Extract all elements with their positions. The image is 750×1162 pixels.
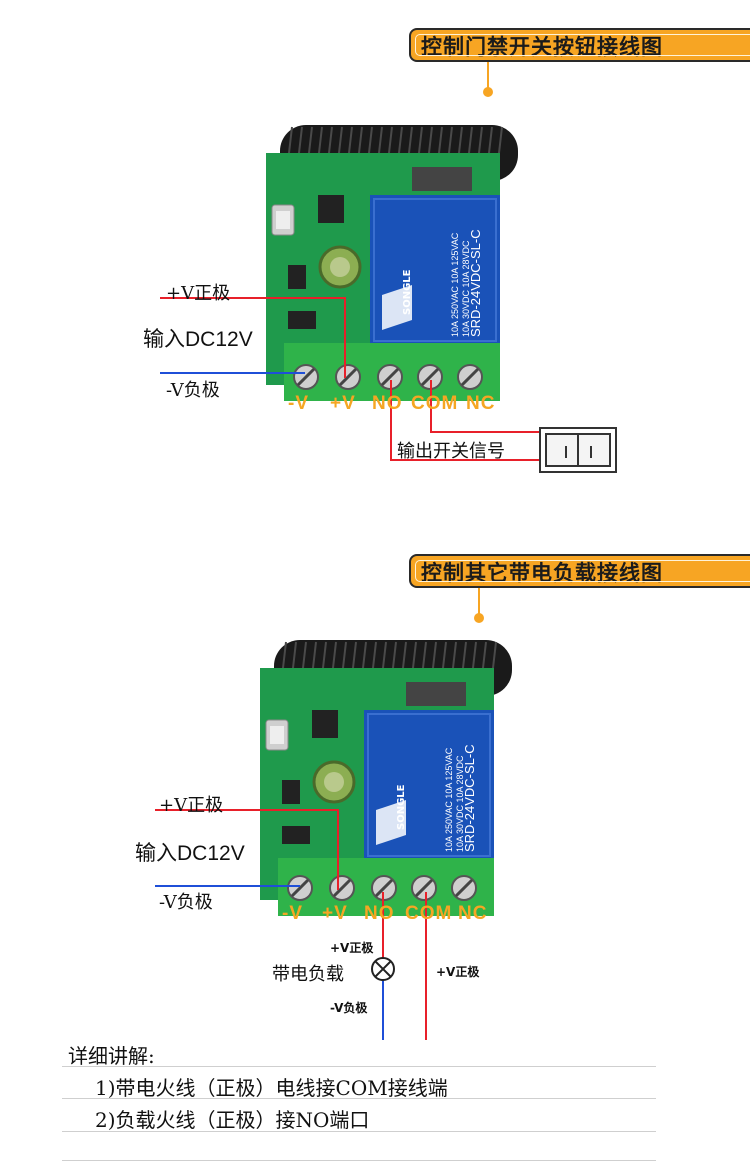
section2-load-neg-label: -V负极: [330, 1001, 368, 1015]
section2-title: 控制其它带电负载接线图: [409, 554, 750, 588]
section2-load-pos-label: +V正极: [330, 941, 374, 955]
wire-pos-1: [160, 297, 346, 378]
notes-heading: 详细讲解:: [68, 1044, 155, 1068]
section2-terminal-no: NO: [364, 903, 395, 924]
notes-divider-4: [62, 1160, 656, 1161]
section1-terminal-nc: NC: [466, 393, 496, 414]
section1-terminal-no: NO: [372, 393, 403, 414]
section1-title: 控制门禁开关按钮接线图: [409, 28, 750, 62]
section1-output-label: 输出开关信号: [397, 441, 505, 462]
section1-title-stem: [487, 62, 489, 90]
section1-neg-label: -V负极: [166, 380, 220, 401]
svg-text:10A 250VAC 10A 125VAC: 10A 250VAC 10A 125VAC: [444, 747, 454, 852]
section2-terminal-nc: NC: [458, 903, 488, 924]
section1-pos-label: +V正极: [166, 283, 231, 304]
svg-text:SRD-24VDC-SL-C: SRD-24VDC-SL-C: [462, 744, 477, 852]
section2-neg-label: -V负极: [159, 892, 213, 913]
notes-item-1: 1)带电火线（正极）电线接COM接线端: [95, 1076, 448, 1100]
load-lamp-icon: [371, 957, 395, 981]
section1-terminal-pos: +V: [330, 393, 356, 414]
section2-terminal-com: COM: [405, 903, 453, 924]
wire-pos-2: [155, 809, 339, 890]
svg-text:10A 250VAC 10A 125VAC: 10A 250VAC 10A 125VAC: [450, 232, 460, 337]
button-switch-icon: [276, 211, 290, 229]
section2-terminal-pos: +V: [322, 903, 348, 924]
svg-text:10A 30VDC 10A 28VDC: 10A 30VDC 10A 28VDC: [455, 755, 465, 852]
section2-pos-label: +V正极: [159, 795, 224, 816]
wires-1: [160, 297, 617, 473]
notes-divider-2: [62, 1098, 656, 1099]
notes-item-2: 2)负载火线（正极）接NO端口: [95, 1108, 370, 1132]
svg-text:10A 30VDC 10A 28VDC: 10A 30VDC 10A 28VDC: [461, 240, 471, 337]
wire-no-1: [390, 380, 540, 461]
section1-input-label: 输入DC12V: [143, 328, 253, 351]
section2-com-pos-label: +V正极: [436, 965, 480, 979]
section2-title-stem: [478, 588, 480, 616]
section2-input-label: 输入DC12V: [135, 842, 245, 865]
relay-icon: SONGLE SRD-24VDC-SL-C 10A 250VAC 10A 125…: [370, 195, 500, 345]
relay-board-1: SONGLE SRD-24VDC-SL-C 10A 250VAC 10A 125…: [266, 125, 518, 401]
section2-title-dot: [474, 613, 484, 623]
button-switch-icon: [270, 726, 284, 744]
section1-terminal-neg: -V: [288, 393, 309, 414]
relay-icon: SONGLE SRD-24VDC-SL-C 10A 250VAC 10A 125…: [364, 710, 494, 860]
section1-title-dot: [483, 87, 493, 97]
notes-divider-3: [62, 1131, 656, 1132]
section2-load-label: 带电负载: [272, 964, 344, 985]
wires-2: [155, 809, 427, 1040]
svg-text:SRD-24VDC-SL-C: SRD-24VDC-SL-C: [468, 229, 483, 337]
section1-terminal-com: COM: [411, 393, 459, 414]
wire-com-1: [430, 380, 540, 433]
relay-board-2: SONGLE SRD-24VDC-SL-C 10A 250VAC 10A 125…: [260, 640, 512, 916]
wall-switch-icon: [539, 427, 617, 473]
notes-divider-1: [62, 1066, 656, 1067]
section2-terminal-neg: -V: [282, 903, 303, 924]
